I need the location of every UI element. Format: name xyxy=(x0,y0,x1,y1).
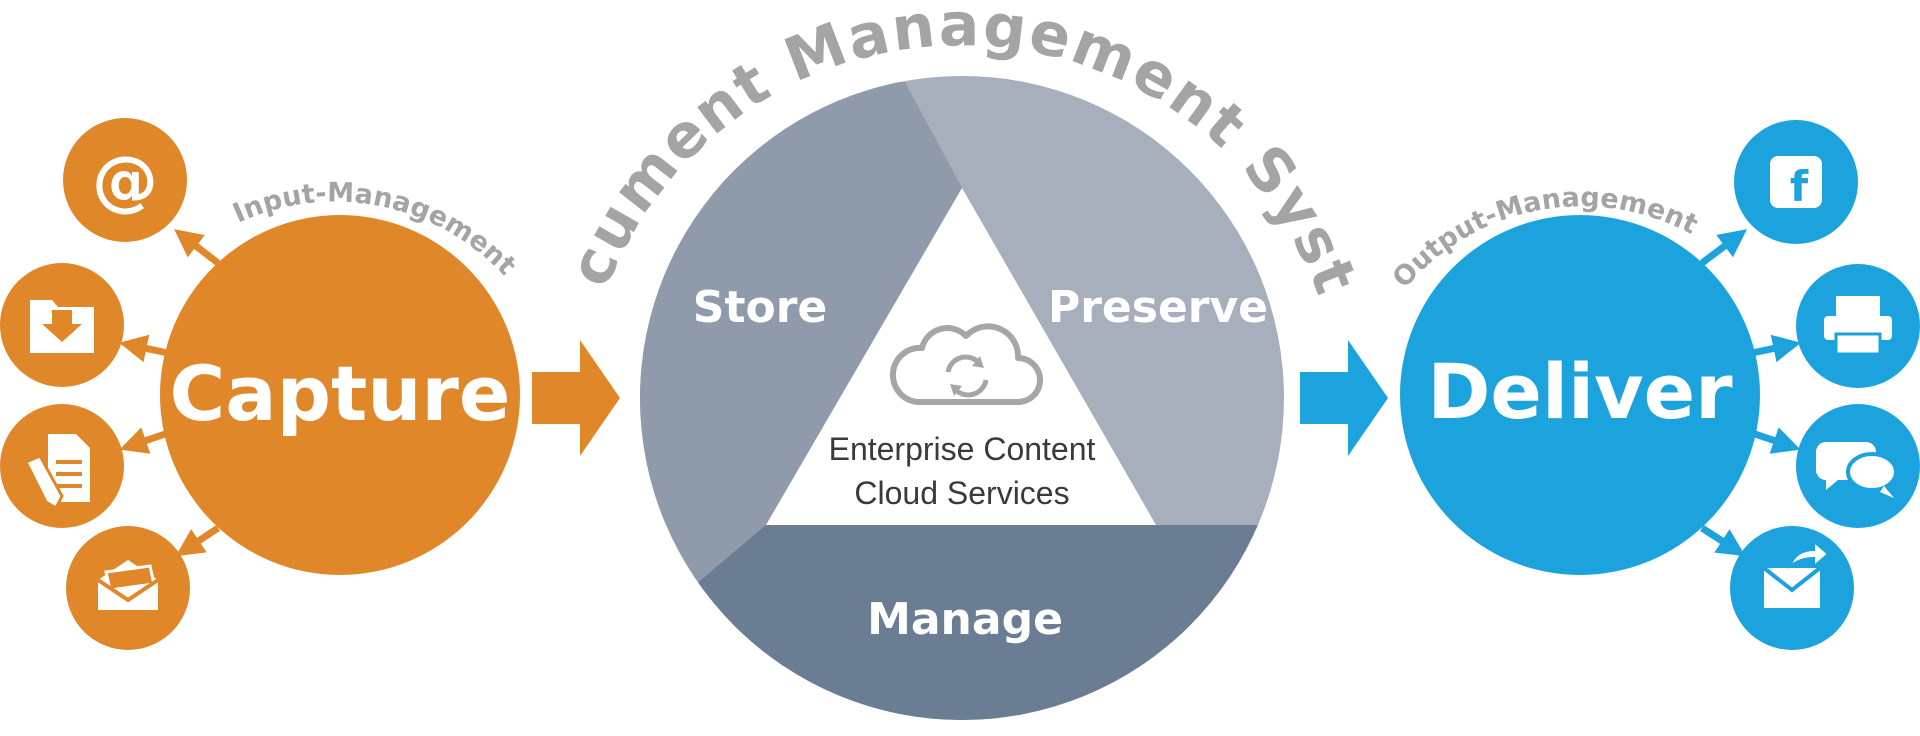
printer-icon[interactable] xyxy=(1796,264,1920,388)
capture-connector-arrow xyxy=(119,427,170,454)
svg-text:@: @ xyxy=(92,142,158,219)
at-sign-icon[interactable]: @ xyxy=(63,118,187,242)
deliver-connector-arrow xyxy=(1750,427,1801,454)
center-text-line2: Cloud Services xyxy=(854,475,1069,511)
capture-connector-arrow xyxy=(175,525,220,557)
chat-bubbles-icon[interactable] xyxy=(1796,404,1920,528)
dms-to-deliver-arrow xyxy=(1300,340,1388,456)
center-text-line1: Enterprise Content xyxy=(829,431,1096,467)
deliver-group: Deliver Output-Management f xyxy=(1387,120,1920,650)
deliver-connector-arrow xyxy=(1751,334,1801,363)
capture-group: Capture Input-Management @ xyxy=(0,118,522,650)
capture-to-dms-arrow xyxy=(532,340,620,456)
capture-circle xyxy=(160,215,520,575)
deliver-circle xyxy=(1400,215,1760,575)
capture-connector-arrow xyxy=(119,334,169,363)
deliver-connector-arrow xyxy=(1700,525,1746,557)
cloud-sync-icon xyxy=(890,323,1043,405)
deliver-label: Deliver xyxy=(1427,347,1733,436)
deliver-connector-arrow xyxy=(1699,229,1747,266)
capture-connector-arrow xyxy=(174,229,221,266)
email-send-icon[interactable] xyxy=(1730,526,1854,650)
document-edit-icon[interactable] xyxy=(0,404,124,528)
envelope-open-icon[interactable] xyxy=(66,526,190,650)
manage-label: Manage xyxy=(867,594,1063,645)
preserve-label: Preserve xyxy=(1048,282,1268,333)
svg-text:f: f xyxy=(1790,162,1809,211)
store-segment xyxy=(640,80,962,640)
capture-label: Capture xyxy=(170,349,511,438)
facebook-icon[interactable]: f xyxy=(1734,120,1858,244)
store-label: Store xyxy=(693,282,828,333)
folder-download-icon[interactable] xyxy=(0,263,124,387)
